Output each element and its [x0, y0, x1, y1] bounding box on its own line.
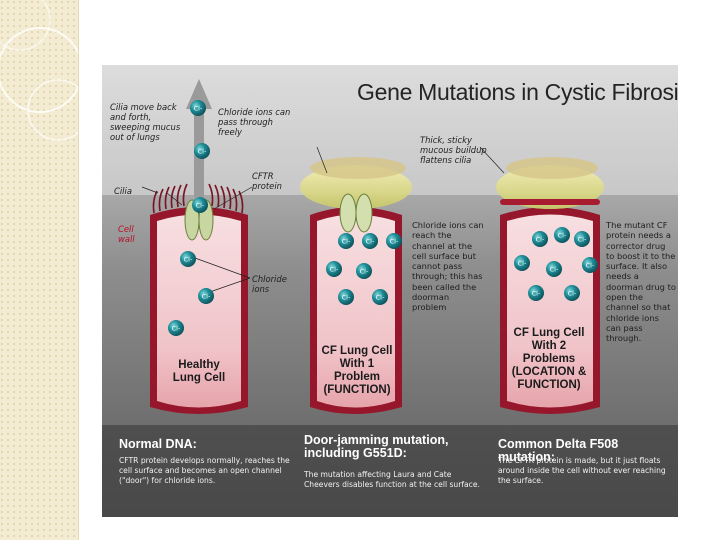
chloride-ion [546, 261, 562, 277]
chloride-ion-label: Cl- [578, 236, 587, 244]
chloride-ion-label: Cl- [532, 290, 541, 298]
cell-3-description: The mutant CF protein needs a corrector … [606, 220, 676, 344]
chloride-ion [574, 231, 590, 247]
annotation-chloride-ions: Chloride ions [252, 274, 287, 294]
annotation-cilia-move: Cilia move back and forth, sweeping mucu… [110, 102, 181, 142]
chloride-ion-label: Cl- [194, 105, 203, 113]
chloride-ion-label: Cl- [390, 238, 399, 246]
chloride-ion [190, 100, 206, 116]
chloride-ion-label: Cl- [536, 236, 545, 244]
chloride-ion [528, 285, 544, 301]
healthy-lung-cell [150, 79, 248, 414]
annotation-cilia: Cilia [114, 186, 132, 196]
chloride-ion [554, 227, 570, 243]
chloride-ion [582, 257, 598, 273]
chloride-ion-label: Cl- [184, 256, 193, 264]
chloride-ion-label: Cl- [518, 260, 527, 268]
caption-3-heading: Common Delta F508 mutation: [498, 437, 619, 464]
decorative-side-panel [0, 0, 79, 540]
caption-1-heading: Normal DNA: [119, 437, 197, 451]
chloride-ion-label: Cl- [196, 202, 205, 210]
chloride-ion-label: Cl- [342, 294, 351, 302]
chloride-ion-label: Cl- [558, 232, 567, 240]
chloride-ion-label: Cl- [360, 268, 369, 276]
chloride-ion-label: Cl- [586, 262, 595, 270]
cilia-healthy [152, 183, 244, 214]
cystic-fibrosis-diagram: Cl- Cl- Cl- Cl- Cl- Cl- Cl- Cl- Cl- Cl- Cl- Cl- Cl- C… [102, 65, 678, 517]
cell-1-label: Healthy Lung Cell [172, 359, 226, 384]
chloride-ion-label: Cl- [202, 293, 211, 301]
chloride-ion-label: Cl- [342, 238, 351, 246]
chloride-ion [326, 261, 342, 277]
annotation-cftr-protein: CFTR protein [252, 171, 282, 191]
annotation-cell-wall: Cell wall [118, 224, 135, 244]
chloride-ion-layer: Cl- Cl- Cl- Cl- Cl- Cl- Cl- Cl- Cl- Cl- Cl- Cl- Cl- C… [168, 100, 598, 336]
chloride-ion [356, 263, 372, 279]
caption-2-body: The mutation affecting Laura and Cate Ch… [304, 470, 480, 489]
cell-3-label: CF Lung Cell With 2 Problems (LOCATION &… [511, 327, 587, 391]
chloride-ion [168, 320, 184, 336]
chloride-ion-label: Cl- [376, 294, 385, 302]
chloride-ion-label: Cl- [568, 290, 577, 298]
chloride-ion [386, 233, 402, 249]
chloride-ion [180, 251, 196, 267]
cell-2-description: Chloride ions can reach the channel at t… [412, 220, 484, 313]
chloride-ion-label: Cl- [198, 148, 207, 156]
annotation-chloride-pass: Chloride ions can pass through freely [218, 107, 291, 137]
chloride-ion [514, 255, 530, 271]
chloride-ion [372, 289, 388, 305]
annotation-mucus-buildup: Thick, sticky mucous buildup flattens ci… [420, 135, 487, 165]
chloride-ion [564, 285, 580, 301]
flattened-cilia [500, 199, 600, 205]
chloride-ion [362, 233, 378, 249]
chloride-ion [338, 233, 354, 249]
caption-1-body: CFTR protein develops normally, reaches … [119, 456, 290, 485]
chloride-ion-label: Cl- [330, 266, 339, 274]
chloride-ion [338, 289, 354, 305]
caption-2-heading: Door-jamming mutation, including G551D: [304, 433, 449, 460]
chloride-ion-label: Cl- [366, 238, 375, 246]
chloride-ion-label: Cl- [172, 325, 181, 333]
swirl-ornament [0, 0, 78, 141]
diagram-title: Gene Mutations in Cystic Fibrosis [357, 79, 678, 105]
chloride-ion [194, 143, 210, 159]
chloride-ion-label: Cl- [550, 266, 559, 274]
caption-3-body: The CFTR protein is made, but it just fl… [498, 456, 666, 485]
cell-2-label: CF Lung Cell With 1 Problem (FUNCTION) [321, 345, 393, 396]
chloride-ion [198, 288, 214, 304]
chloride-ion [532, 231, 548, 247]
chloride-ion [192, 197, 208, 213]
